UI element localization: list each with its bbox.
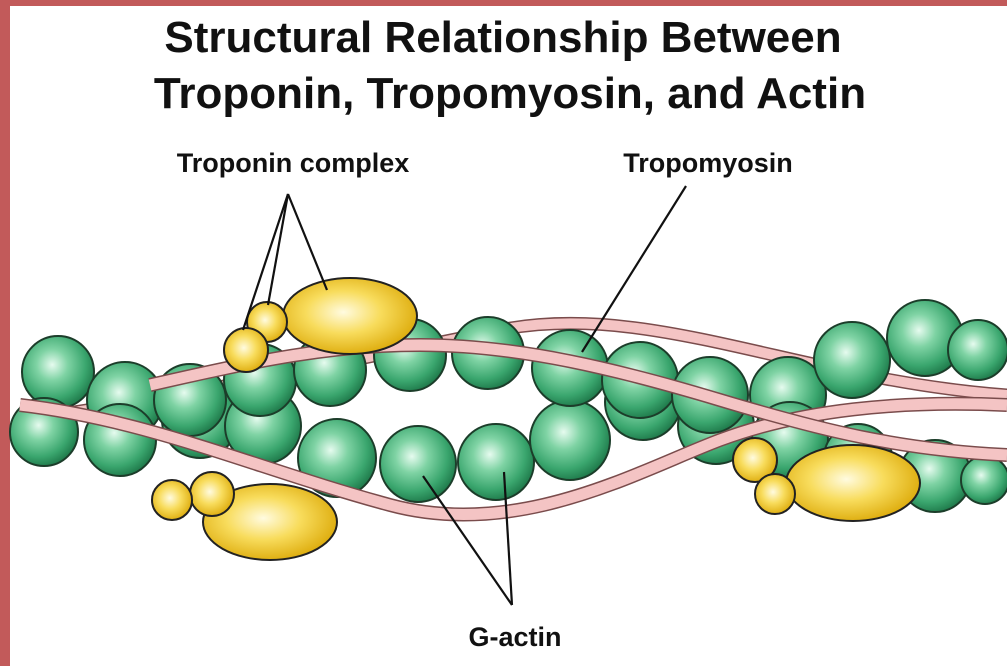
g-actin-monomer: [961, 456, 1007, 504]
troponin-small-subunit: [224, 328, 268, 372]
troponin-medium-subunit: [190, 472, 234, 516]
troponin-large-subunit: [786, 445, 920, 521]
g-actin-monomer: [22, 336, 94, 408]
g-actin-monomer: [458, 424, 534, 500]
g-actin-monomer: [530, 400, 610, 480]
g-actin-monomer: [814, 322, 890, 398]
g-actin-monomer: [380, 426, 456, 502]
troponin-small-subunit: [152, 480, 192, 520]
title-line-2: Troponin, Tropomyosin, and Actin: [154, 69, 866, 118]
troponin-small-subunit: [755, 474, 795, 514]
g-actin-monomer: [948, 320, 1007, 380]
tropomyosin-label: Tropomyosin: [623, 148, 793, 178]
troponin-complex-label: Troponin complex: [177, 148, 410, 178]
g-actin-label: G-actin: [468, 622, 561, 652]
title-line-1: Structural Relationship Between: [164, 13, 841, 62]
troponin-large-subunit: [283, 278, 417, 354]
